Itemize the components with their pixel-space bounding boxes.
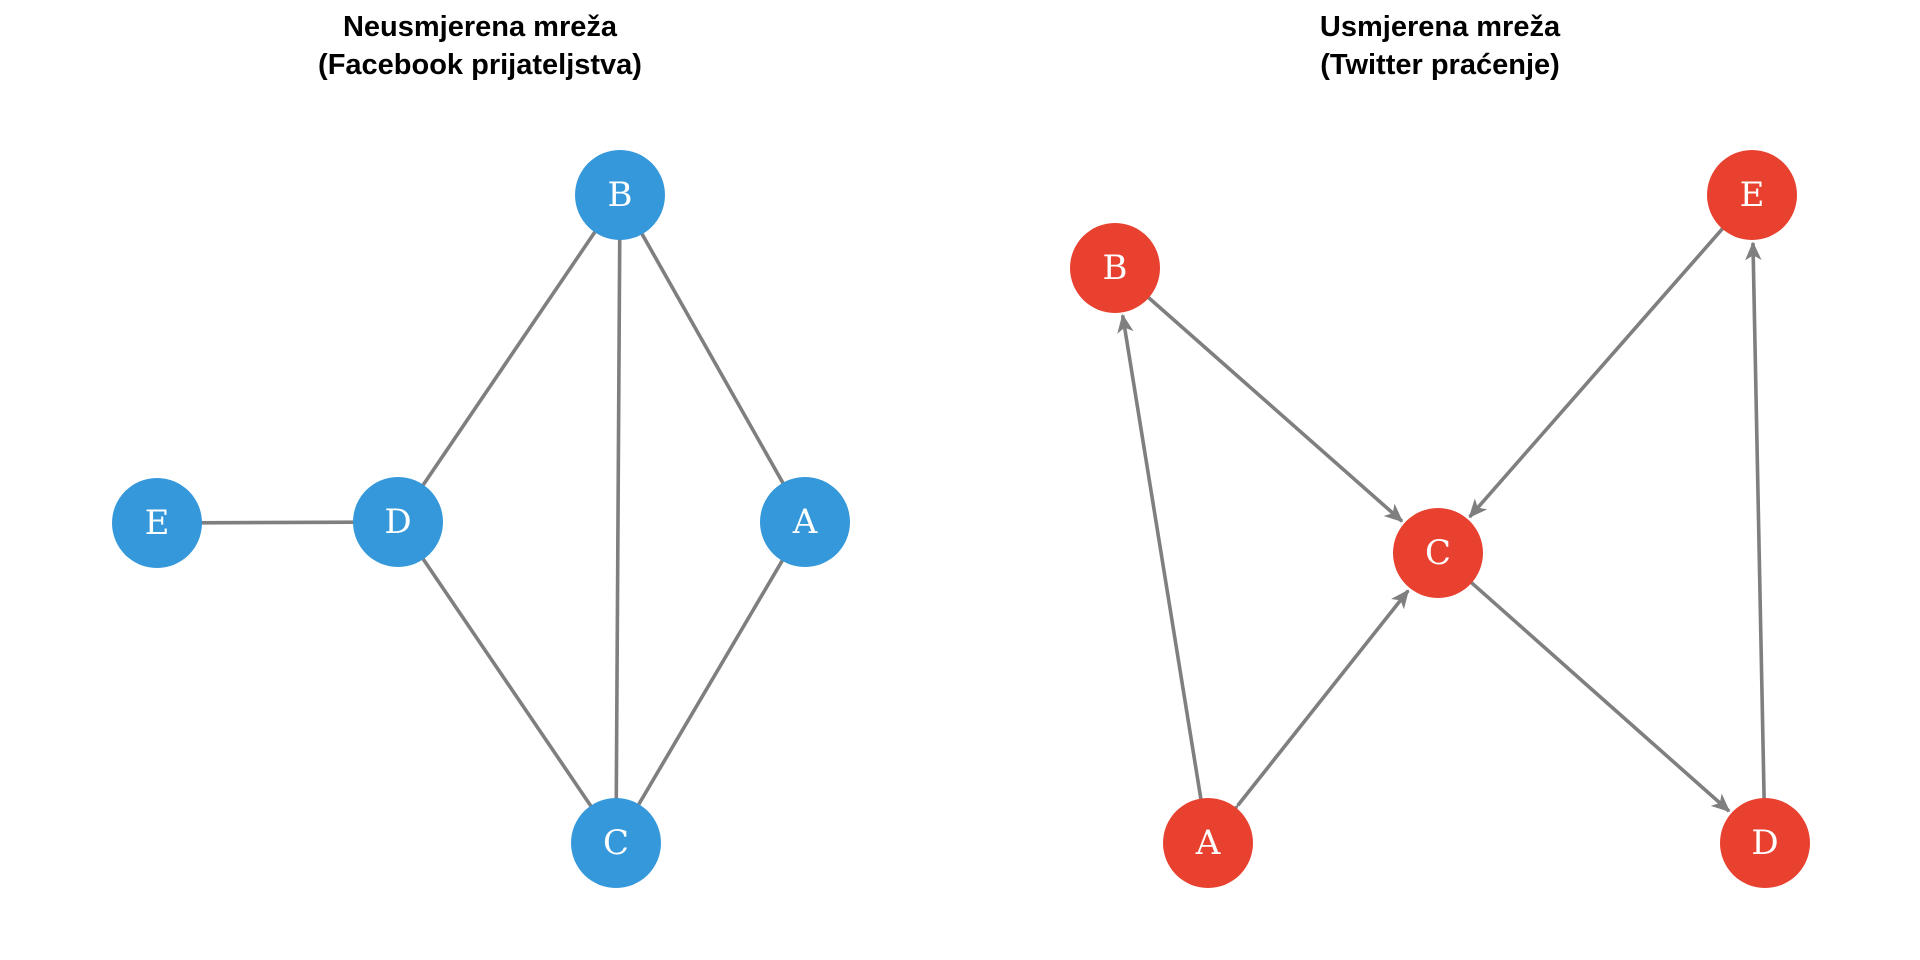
graph-node-directed-D[interactable]: D [1720, 798, 1810, 888]
graph-node-label: E [144, 503, 170, 543]
graph-edge-A-B [1117, 313, 1204, 803]
graph-node-label: D [1751, 823, 1779, 863]
graph-node-directed-C[interactable]: C [1393, 508, 1483, 598]
graph-edge-B-D [419, 227, 599, 490]
graph-node-undirected-A[interactable]: A [760, 477, 850, 567]
graph-node-directed-E[interactable]: E [1707, 150, 1797, 240]
graph-node-label: C [602, 823, 629, 863]
graph-node-label: C [1424, 533, 1451, 573]
graph-node-label: E [1739, 175, 1765, 215]
graph-edge-B-C [1144, 293, 1404, 523]
graph-node-label: A [1195, 823, 1221, 863]
graph-node-undirected-E[interactable]: E [112, 478, 202, 568]
graph-node-undirected-B[interactable]: B [575, 150, 665, 240]
graph-node-directed-B[interactable]: B [1070, 223, 1160, 313]
panel-directed-network: Usmjerena mreža (Twitter praćenje) [960, 0, 1920, 960]
graph-edge-A-B [638, 229, 787, 488]
graph-edge-B-C [614, 235, 622, 803]
graph-edge-C-D [1467, 578, 1731, 813]
graph-edge-E-C [1468, 224, 1727, 519]
graph-node-label: B [1102, 248, 1128, 288]
graph-edge-D-E [1745, 241, 1766, 803]
graph-edge-D-E [197, 520, 358, 525]
panel-title-directed: Usmjerena mreža (Twitter praćenje) [1319, 11, 1561, 81]
graph-node-label: D [384, 502, 412, 542]
graph-node-label: B [607, 175, 633, 215]
graph-edge-A-C [1220, 589, 1410, 825]
graph-node-label: A [792, 502, 818, 542]
graph-node-undirected-D[interactable]: D [353, 477, 443, 567]
graph-node-directed-A[interactable]: A [1163, 798, 1253, 888]
panel-undirected-network: Neusmjerena mreža (Facebook prijateljstv… [318, 11, 642, 81]
graph-edge-C-D [419, 554, 595, 811]
panel-title-undirected: Neusmjerena mreža (Facebook prijateljstv… [318, 11, 642, 81]
graph-edge-A-C [635, 556, 786, 809]
graph-node-undirected-C[interactable]: C [571, 798, 661, 888]
